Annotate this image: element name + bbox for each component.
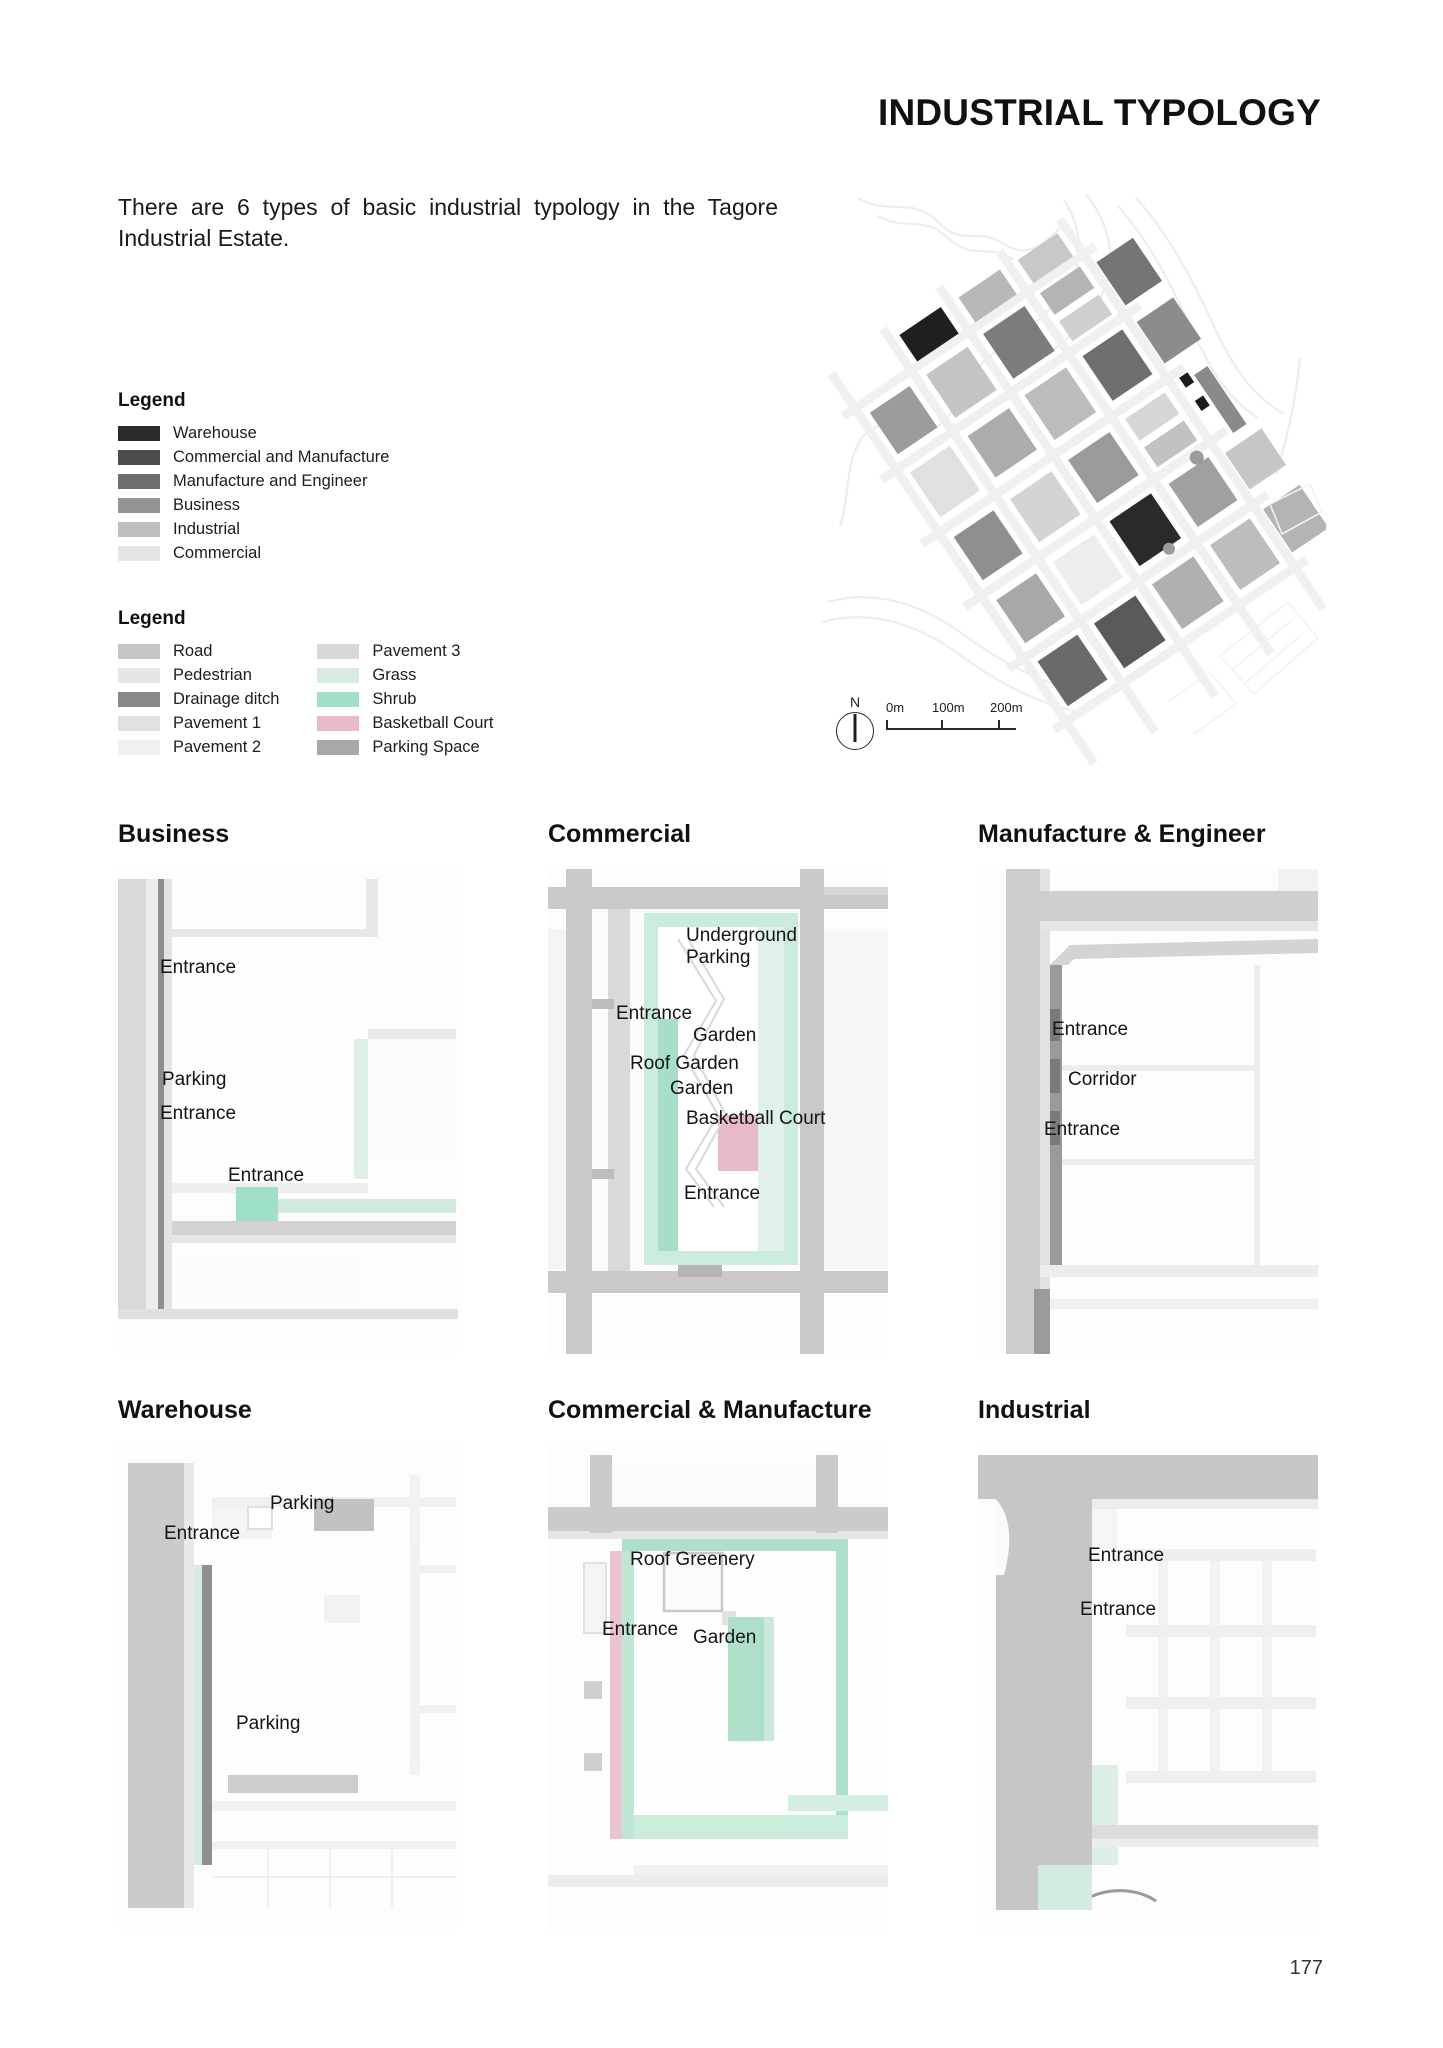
legend-surface-column-left: Road Pedestrian Drainage ditch Pavement … [118,639,279,759]
legend-item-label: Pedestrian [173,665,252,684]
site-overview-map [818,186,1326,766]
legend-item-label: Shrub [372,689,417,708]
north-arrow-circle [836,712,874,750]
legend-item: Road [118,639,279,663]
legend-swatch [118,739,160,755]
panel-heading: Commercial & Manufacture [548,1396,872,1424]
panel-map-commercial: Underground Parking Entrance Garden Roof… [548,869,888,1354]
panel-heading: Warehouse [118,1396,252,1424]
panel-row-top: Business [118,820,1326,1354]
scale-label-0: 0m [886,700,905,715]
north-label: N [849,694,861,710]
legend-item-label: Warehouse [173,423,257,442]
scale-label-1: 100m [932,700,965,715]
panel-map-industrial: Entrance Entrance [978,1445,1318,1930]
legend-item-label: Road [173,641,213,660]
legend-item-label: Pavement 2 [173,737,262,756]
legend-typology-list: Warehouse Commercial and Manufacture Man… [118,421,389,565]
legend-item: Industrial [118,517,389,541]
legend-swatch [118,473,160,489]
legend-swatch [118,497,160,513]
panel-industrial: Industrial [978,1396,1326,1930]
north-arrow: N [832,694,878,756]
scale-tick [886,720,888,729]
legend-swatch [118,425,160,441]
legend-item-label: Business [173,495,240,514]
panel-heading: Commercial [548,820,692,848]
legend-item-label: Drainage ditch [173,689,280,708]
map-street-grid [827,216,1326,766]
legend-item: Commercial [118,541,389,565]
panel-map-warehouse: Parking Entrance Parking [118,1445,458,1930]
scale-bar: 0m 100m 200m [886,700,1023,730]
legend-item: Parking Space [317,735,493,759]
legend-item-label: Industrial [173,519,240,538]
legend-surface-title: Legend [118,608,186,629]
scale-tick [941,720,943,729]
legend-swatch [118,691,160,707]
legend-item-label: Manufacture and Engineer [173,471,368,490]
legend-item: Business [118,493,389,517]
panel-commercial-manufacture: Commercial & Manufacture [548,1396,978,1930]
legend-item-label: Pavement 3 [372,641,461,660]
panel-map-business: Entrance Parking Entrance Entrance [118,869,458,1354]
page-number: 177 [1289,1957,1323,1979]
legend-item: Grass [317,663,493,687]
legend-swatch [317,739,360,755]
panel-manufacture-engineer: Manufacture & Engineer [978,820,1326,1354]
legend-item-label: Grass [372,665,417,684]
panel-business: Business [118,820,548,1354]
panel-heading: Manufacture & Engineer [978,820,1266,848]
legend-item: Drainage ditch [118,687,279,711]
legend-swatch [118,449,160,465]
legend-typology: Legend Warehouse Commercial and Manufact… [118,390,389,565]
scale-label-2: 200m [990,700,1023,715]
legend-item: Warehouse [118,421,389,445]
panel-heading: Business [118,820,230,848]
legend-swatch [118,667,160,683]
legend-item: Pedestrian [118,663,279,687]
intro-paragraph: There are 6 types of basic industrial ty… [118,194,778,252]
legend-surface-column-right: Pavement 3 Grass Shrub Basketball Court … [317,639,493,759]
legend-item-label: Parking Space [372,737,480,756]
legend-item: Pavement 3 [317,639,493,663]
legend-item: Basketball Court [317,711,493,735]
legend-swatch [118,715,160,731]
legend-swatch [317,667,360,683]
legend-item: Commercial and Manufacture [118,445,389,469]
legend-item: Manufacture and Engineer [118,469,389,493]
scale-bar-line [886,728,1016,730]
legend-item-label: Commercial and Manufacture [173,447,390,466]
panel-row-bottom: Warehouse [118,1396,1326,1930]
panel-map-manufacture-engineer: Entrance Corridor Entrance [978,869,1318,1354]
map-outer-fields [1167,482,1324,735]
legend-swatch [118,521,160,537]
legend-item-label: Pavement 1 [173,713,262,732]
legend-item-label: Commercial [173,543,262,562]
north-arrow-needle [853,714,857,742]
legend-item: Shrub [317,687,493,711]
page-title: INDUSTRIAL TYPOLOGY [877,92,1321,133]
panel-commercial: Commercial [548,820,978,1354]
legend-swatch [317,691,360,707]
panel-heading: Industrial [978,1396,1091,1424]
legend-typology-title: Legend [118,390,186,411]
legend-swatch [118,545,160,561]
legend-item-label: Basketball Court [372,713,494,732]
panel-warehouse: Warehouse [118,1396,548,1930]
typology-panel-grid: Business [118,820,1326,1930]
legend-surface: Legend Road Pedestrian Drainage ditch Pa… [118,608,493,759]
legend-item: Pavement 1 [118,711,279,735]
legend-swatch [317,715,360,731]
scale-tick [998,720,1000,729]
panel-map-commercial-manufacture: Roof Greenery Entrance Garden [548,1445,888,1930]
legend-swatch [118,643,160,659]
legend-swatch [317,643,360,659]
map-buildings [869,233,1326,707]
legend-item: Pavement 2 [118,735,279,759]
